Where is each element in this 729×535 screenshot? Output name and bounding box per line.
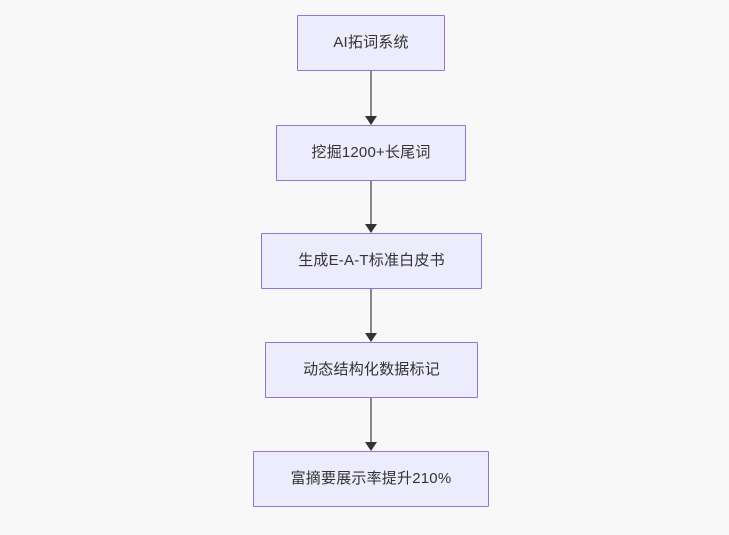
connector-line-1 xyxy=(370,71,372,116)
connector-line-2 xyxy=(370,181,372,224)
flowchart-node-label: 富摘要展示率提升210% xyxy=(290,470,452,487)
flowchart-node-label: 挖掘1200+长尾词 xyxy=(311,144,431,161)
flowchart-node-dynamic-structured-data-markup[interactable]: 动态结构化数据标记 xyxy=(265,342,478,398)
connector-arrowhead-2 xyxy=(365,224,377,233)
flowchart-node-label: 动态结构化数据标记 xyxy=(303,361,440,378)
flowchart-node-rich-snippet-impression-uplift[interactable]: 富摘要展示率提升210% xyxy=(253,451,489,507)
connector-arrowhead-4 xyxy=(365,442,377,451)
flowchart-node-generate-eat-whitepaper[interactable]: 生成E-A-T标准白皮书 xyxy=(261,233,482,289)
connector-arrowhead-1 xyxy=(365,116,377,125)
flowchart-node-mine-longtail-keywords[interactable]: 挖掘1200+长尾词 xyxy=(276,125,466,181)
flowchart-node-ai-keyword-system[interactable]: AI拓词系统 xyxy=(297,15,445,71)
connector-line-4 xyxy=(370,398,372,442)
flowchart-node-label: AI拓词系统 xyxy=(333,34,409,51)
flowchart-node-label: 生成E-A-T标准白皮书 xyxy=(298,252,445,269)
connector-arrowhead-3 xyxy=(365,333,377,342)
connector-line-3 xyxy=(370,289,372,333)
